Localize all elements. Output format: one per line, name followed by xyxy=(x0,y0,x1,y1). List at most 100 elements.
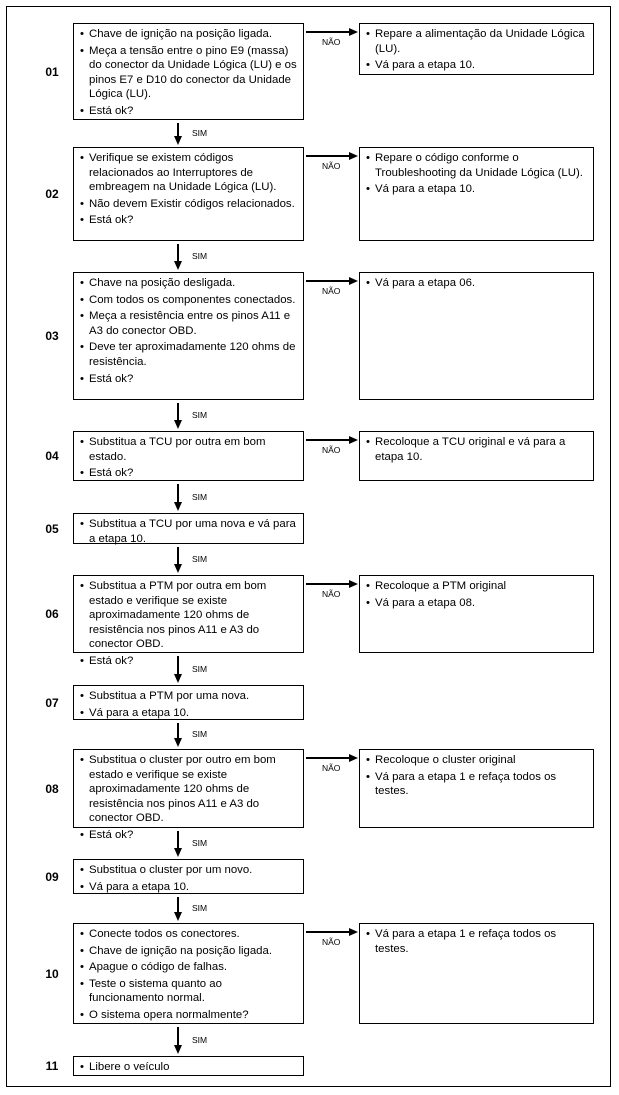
step-box: Libere o veículo xyxy=(73,1056,304,1076)
bullet-list: Recoloque a PTM original Vá para a etapa … xyxy=(366,579,587,610)
step-box: Chave de ignição na posição ligada.Meça … xyxy=(73,23,304,120)
step-number: 03 xyxy=(45,329,59,343)
yes-label: SIM xyxy=(192,838,208,848)
bullet-list: Repare o código conforme o Troubleshooti… xyxy=(366,151,587,197)
no-arrow-head xyxy=(349,436,358,444)
bullet-item: Vá para a etapa 08. xyxy=(366,596,587,611)
bullet-item: Repare o código conforme o Troubleshooti… xyxy=(366,151,587,180)
yes-arrow-head xyxy=(174,564,182,573)
step-box: Substitua a TCU por outra em bom estado.… xyxy=(73,431,304,481)
no-arrow-head xyxy=(349,28,358,36)
yes-arrow-head xyxy=(174,1045,182,1054)
yes-label: SIM xyxy=(192,491,208,502)
yes-arrow-head xyxy=(174,848,182,857)
bullet-item: Vá para a etapa 10. xyxy=(366,58,587,73)
bullet-item: Está ok? xyxy=(80,828,297,843)
no-action-box: Vá para a etapa 1 e refaça todos os test… xyxy=(359,923,594,1024)
bullet-list: Substitua a TCU por uma nova e vá para a… xyxy=(80,517,297,546)
no-arrow-head xyxy=(349,754,358,762)
step-box: Conecte todos os conectores. Chave de ign… xyxy=(73,923,304,1024)
step-box: Substitua o cluster por um novo. Vá para … xyxy=(73,859,304,894)
bullet-list: Repare a alimentação da Unidade Lógica (… xyxy=(366,27,587,73)
yes-label: SIM xyxy=(192,1034,208,1045)
no-action-box: Recoloque a TCU original e vá para a eta… xyxy=(359,431,594,481)
yes-arrow-head xyxy=(174,261,182,270)
no-arrow-head xyxy=(349,277,358,285)
bullet-list: Substitua o cluster por um novo. Vá para … xyxy=(80,863,297,894)
bullet-item: Verifique se existem códigos relacionado… xyxy=(80,151,297,195)
no-label: NÃO xyxy=(322,937,341,947)
bullet-item: Vá para a etapa 06. xyxy=(366,276,587,291)
yes-arrow-head xyxy=(174,674,182,683)
bullet-item: Está ok? xyxy=(80,104,297,119)
diagram-frame xyxy=(6,6,611,1087)
step-box: Substitua a PTM por outra em bom estado … xyxy=(73,575,304,668)
bullet-item: Chave de ignição na posição ligada. xyxy=(80,944,297,959)
step-box: Substitua a TCU por uma nova e vá para a… xyxy=(73,513,304,546)
no-arrow-head xyxy=(349,580,358,588)
no-action-box: Vá para a etapa 06. xyxy=(359,272,594,400)
no-label: NÃO xyxy=(322,763,341,773)
step-number: 06 xyxy=(45,607,59,621)
bullet-item: Está ok? xyxy=(80,654,297,669)
bullet-item: Não devem Existir códigos relacionados. xyxy=(80,197,297,212)
step-number: 10 xyxy=(45,966,59,981)
bullet-item: Deve ter aproximadamente 120 ohms de res… xyxy=(80,340,297,369)
bullet-item: Substitua o cluster por um novo. xyxy=(80,863,297,878)
bullet-item: O sistema opera normalmente? xyxy=(80,1008,297,1023)
step-box: Verifique se existem códigos relacionado… xyxy=(73,147,304,241)
bullet-list: Verifique se existem códigos relacionado… xyxy=(80,151,297,228)
yes-arrow-head xyxy=(174,738,182,747)
bullet-item: Vá para a etapa 1 e refaça todos os test… xyxy=(366,770,587,799)
yes-label: SIM xyxy=(192,729,208,739)
step-box: Chave na posição desligada. Com todos os … xyxy=(73,272,304,400)
bullet-item: Está ok? xyxy=(80,466,297,481)
no-label: NÃO xyxy=(322,445,341,455)
bullet-item: Substitua a TCU por outra em bom estado. xyxy=(80,435,297,464)
no-arrow-head xyxy=(349,152,358,160)
bullet-item: Recoloque o cluster original xyxy=(366,753,587,768)
step-number: 08 xyxy=(45,781,59,796)
yes-label: SIM xyxy=(192,903,208,913)
bullet-item: Recoloque a TCU original e vá para a eta… xyxy=(366,435,587,464)
bullet-item: Chave de ignição na posição ligada. xyxy=(80,27,297,42)
bullet-item: Apague o código de falhas. xyxy=(80,960,297,975)
yes-label: SIM xyxy=(192,251,208,261)
no-action-box: Repare a alimentação da Unidade Lógica (… xyxy=(359,23,594,75)
no-label: NÃO xyxy=(322,161,341,171)
bullet-item: Vá para a etapa 10. xyxy=(366,182,587,197)
bullet-item: Está ok? xyxy=(80,213,297,228)
step-number: 05 xyxy=(45,521,59,536)
step-number: 02 xyxy=(45,187,59,201)
yes-arrow-head xyxy=(174,136,182,145)
bullet-item: Repare a alimentação da Unidade Lógica (… xyxy=(366,27,587,56)
bullet-item: Vá para a etapa 10. xyxy=(80,706,297,721)
step-number: 04 xyxy=(45,449,59,463)
step-number: 01 xyxy=(45,64,59,79)
bullet-item: Conecte todos os conectores. xyxy=(80,927,297,942)
bullet-list: Recoloque a TCU original e vá para a eta… xyxy=(366,435,587,464)
bullet-item: Está ok? xyxy=(80,372,297,387)
bullet-item: Recoloque a PTM original xyxy=(366,579,587,594)
yes-label: SIM xyxy=(192,554,208,564)
yes-arrow-head xyxy=(174,420,182,429)
bullet-item: Chave na posição desligada. xyxy=(80,276,297,291)
bullet-item: Substitua a PTM por uma nova. xyxy=(80,689,297,704)
step-box: Substitua a PTM por uma nova. Vá para a e… xyxy=(73,685,304,720)
step-box: Substitua o cluster por outro em bom est… xyxy=(73,749,304,842)
bullet-item: Libere o veículo xyxy=(80,1060,297,1075)
no-label: NÃO xyxy=(322,286,341,296)
bullet-item: Substitua o cluster por outro em bom est… xyxy=(80,753,297,826)
yes-arrow-head xyxy=(174,912,182,921)
bullet-item: Substitua a PTM por outra em bom estado … xyxy=(80,579,297,652)
bullet-item: Com todos os componentes conectados. xyxy=(80,293,297,308)
step-number: 11 xyxy=(45,1059,59,1073)
bullet-list: Chave de ignição na posição ligada.Meça … xyxy=(80,27,297,119)
bullet-list: Vá para a etapa 06. xyxy=(366,276,587,291)
yes-label: SIM xyxy=(192,410,208,420)
step-number: 07 xyxy=(45,695,59,710)
bullet-item: Teste o sistema quanto ao funcionamento … xyxy=(80,977,297,1006)
no-label: NÃO xyxy=(322,37,341,47)
bullet-item: Vá para a etapa 10. xyxy=(80,880,297,895)
